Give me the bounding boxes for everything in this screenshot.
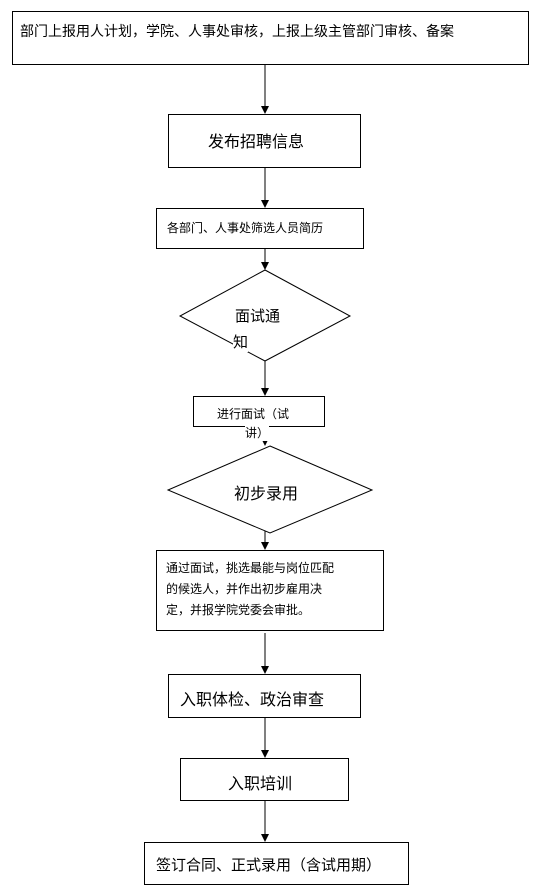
step-medical-political-check <box>168 674 361 718</box>
decision-initial-hire-text: 初步录用 <box>234 484 299 503</box>
step-select-candidate-text-3: 定，并报学院党委会审批。 <box>166 603 311 617</box>
step-publish-recruitment <box>168 114 361 168</box>
step-medical-political-check-text: 入职体检、政治审查 <box>180 690 325 709</box>
step-conduct-interview-text-1: 进行面试（试 <box>217 407 290 421</box>
step-sign-contract <box>144 842 409 885</box>
step-report-plan-text: 部门上报用人计划，学院、人事处审核，上报上级主管部门审核、备案 <box>20 24 454 40</box>
step-conduct-interview-text-2: 讲） <box>245 424 270 441</box>
step-conduct-interview <box>193 396 325 427</box>
step-screen-resumes-text: 各部门、人事处筛选人员简历 <box>167 221 324 235</box>
decision-initial-hire <box>166 445 374 534</box>
step-sign-contract-text: 签订合同、正式录用（含试用期） <box>156 856 382 874</box>
step-report-plan <box>12 11 529 65</box>
step-select-candidate <box>156 550 384 631</box>
step-onboarding-training-text: 入职培训 <box>228 774 293 793</box>
step-select-candidate-text-2: 的候选人，并作出初步雇用决 <box>166 582 323 596</box>
decision-interview-notice-text-1: 面试通 <box>235 307 281 325</box>
step-onboarding-training <box>180 758 349 801</box>
step-select-candidate-text-1: 通过面试，挑选最能与岗位匹配 <box>166 561 335 575</box>
step-publish-recruitment-text: 发布招聘信息 <box>208 132 305 151</box>
decision-interview-notice-text-2: 知 <box>233 331 249 352</box>
step-screen-resumes <box>156 208 364 249</box>
